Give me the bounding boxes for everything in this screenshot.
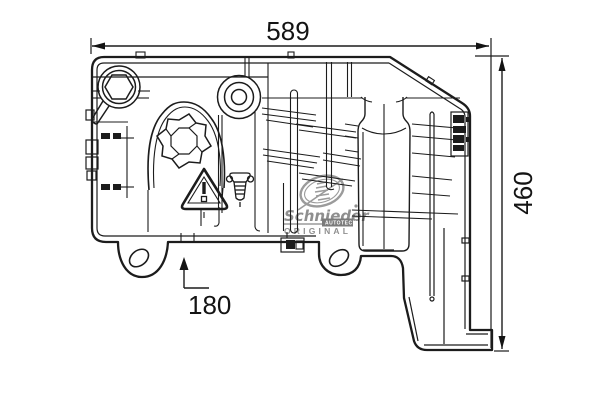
dim-height-label: 460 <box>508 171 538 214</box>
watermark-badge-bg <box>322 218 353 227</box>
arrow-right <box>476 42 489 50</box>
knurled-cap <box>156 113 213 169</box>
hex-cap <box>91 65 141 125</box>
watermark-badge: AUTOTECH <box>325 221 357 227</box>
arrow-up-offset <box>179 257 189 270</box>
arrow-up <box>498 58 506 71</box>
dimension-width: 589 <box>90 16 492 348</box>
port-rings <box>216 58 262 120</box>
mounting-bracket-left-hole <box>128 248 150 268</box>
left-edge-tabs <box>85 109 99 181</box>
lobe-interior <box>429 111 470 344</box>
dimension-offset: 180 <box>179 257 231 320</box>
hexagon <box>104 74 134 100</box>
filler-dome <box>147 101 226 232</box>
bottom-connector <box>280 232 305 253</box>
watermark-subtitle: ORIGINAL <box>284 226 351 236</box>
weld-marks <box>101 133 121 190</box>
mounting-bracket-center-hole <box>328 248 350 268</box>
dim-offset-label: 180 <box>188 290 231 320</box>
warning-triangle-icon <box>180 167 229 218</box>
dim-width-label: 589 <box>266 16 309 46</box>
expansion-pocket <box>357 96 411 252</box>
level-hatch-lines <box>261 107 459 220</box>
drain-plug <box>225 172 255 207</box>
dimension-height: 460 <box>475 55 538 352</box>
exclamation-dot <box>200 195 208 203</box>
hose-fitting-block <box>450 111 470 157</box>
registered-dot <box>354 204 358 208</box>
arrow-left <box>92 42 105 50</box>
arrow-down <box>498 336 506 349</box>
internal-ribs <box>92 51 460 243</box>
watermark-logo: Schnieder AUTOTECH ORIGINAL <box>284 174 370 236</box>
tank-outline <box>90 55 494 352</box>
